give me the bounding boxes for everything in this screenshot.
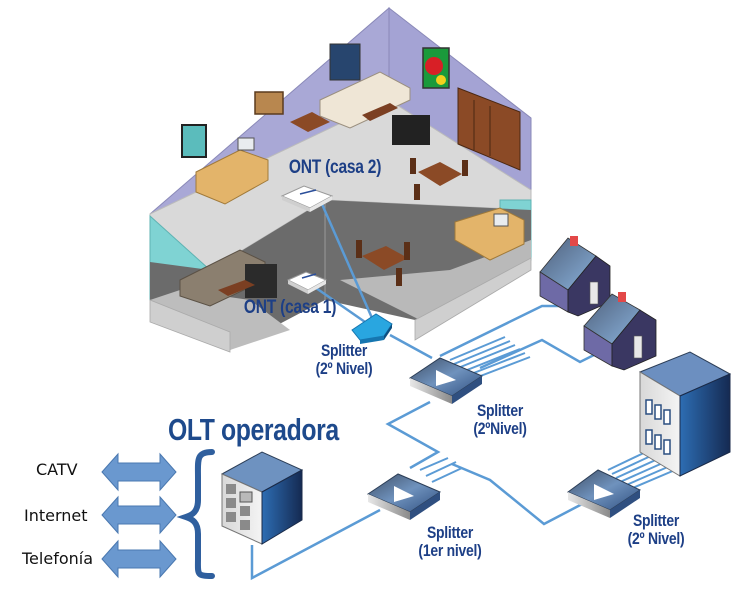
- ont-casa1-label-text: ONT (casa 1): [243, 297, 337, 318]
- dining-set-lower: [356, 240, 410, 286]
- ont-casa2-device[interactable]: [280, 185, 334, 212]
- computer: [237, 137, 255, 151]
- splitter-building-label-line2: (2º Nivel): [627, 528, 685, 548]
- splitter-first-label-line1: Splitter: [426, 523, 474, 542]
- lower-floor-left-ground: [150, 290, 290, 350]
- splitter-mid-label-line2: (2ºNivel): [473, 418, 527, 438]
- fiber-mid-house2: [479, 338, 605, 370]
- cabinet: [457, 87, 521, 171]
- internet-arrow-icon: [101, 495, 177, 535]
- house-2-icon[interactable]: [583, 292, 657, 371]
- painting-abstract: [422, 47, 450, 89]
- office-building-icon[interactable]: [638, 351, 732, 477]
- splitter-first-device[interactable]: [366, 473, 442, 520]
- base-slab-left: [149, 299, 231, 353]
- lower-computer: [493, 213, 509, 227]
- splitter-house-label-line2: (2º Nivel): [315, 358, 373, 378]
- fiber-olt-first: [250, 508, 381, 581]
- sofa: [319, 71, 411, 129]
- fiber-ont1-splitter: [315, 286, 366, 324]
- splitter-house-device[interactable]: [351, 313, 393, 344]
- house-1-icon[interactable]: [539, 236, 611, 317]
- service-arrows: [101, 452, 177, 579]
- splitter-mid-label-line1: Splitter: [476, 401, 524, 420]
- coffee-table: [362, 103, 398, 121]
- splitter-building-device[interactable]: [566, 469, 642, 518]
- tv: [392, 115, 430, 145]
- splitter-house-label-line1: Splitter: [320, 341, 368, 360]
- ont-casa2-label: ONT (casa 2): [282, 158, 389, 178]
- service-label-internet: Internet: [24, 506, 88, 525]
- fiber-fan-mid: [449, 336, 531, 381]
- house-cutaway: [149, 6, 532, 353]
- splitter-building-label: Splitter (2º Nivel): [617, 512, 696, 548]
- play-triangle-icon: [436, 370, 456, 386]
- fiber-mid-first: [385, 400, 441, 470]
- fiber-fan-building: [607, 449, 676, 491]
- olt-title: OLT operadora: [168, 412, 339, 447]
- window: [181, 124, 207, 158]
- splitter-first-label: Splitter (1er nivel): [411, 524, 490, 560]
- fiber-first-building: [451, 462, 587, 526]
- fiber-ont2-splitter: [316, 194, 374, 319]
- fiber-housesplit-mid: [389, 333, 433, 360]
- corkboard: [254, 91, 284, 115]
- lower-tv: [245, 264, 277, 298]
- desk-phone-table: [290, 112, 330, 132]
- catv-arrow-icon: [101, 452, 177, 492]
- service-label-catv: CATV: [36, 460, 78, 479]
- painting-starry-night: [329, 43, 361, 81]
- splitter-mid-label: Splitter (2ºNivel): [461, 402, 540, 438]
- olt-server-icon[interactable]: [220, 451, 304, 545]
- telefonia-arrow-icon: [101, 539, 177, 579]
- lower-bench: [218, 280, 255, 296]
- splitter-building-label-line1: Splitter: [632, 511, 680, 530]
- base-slab-right: [414, 257, 532, 341]
- ont-casa2-label-text: ONT (casa 2): [288, 157, 382, 178]
- splitter-mid-device[interactable]: [408, 357, 484, 404]
- curly-brace-icon: [176, 449, 215, 579]
- splitter-house-label: Splitter (2º Nivel): [305, 342, 384, 378]
- splitter-first-label-line2: (1er nivel): [418, 540, 482, 560]
- ont-casa1-label: ONT (casa 1): [237, 298, 344, 318]
- service-label-telefonia: Telefonía: [22, 549, 93, 568]
- lower-floor-right-ground: [340, 240, 531, 320]
- play-triangle-icon: [394, 486, 414, 502]
- dining-set-upper: [410, 158, 468, 200]
- play-triangle-icon: [594, 484, 614, 500]
- fiber-fan-first: [419, 457, 463, 483]
- ont-casa1-device[interactable]: [286, 271, 328, 294]
